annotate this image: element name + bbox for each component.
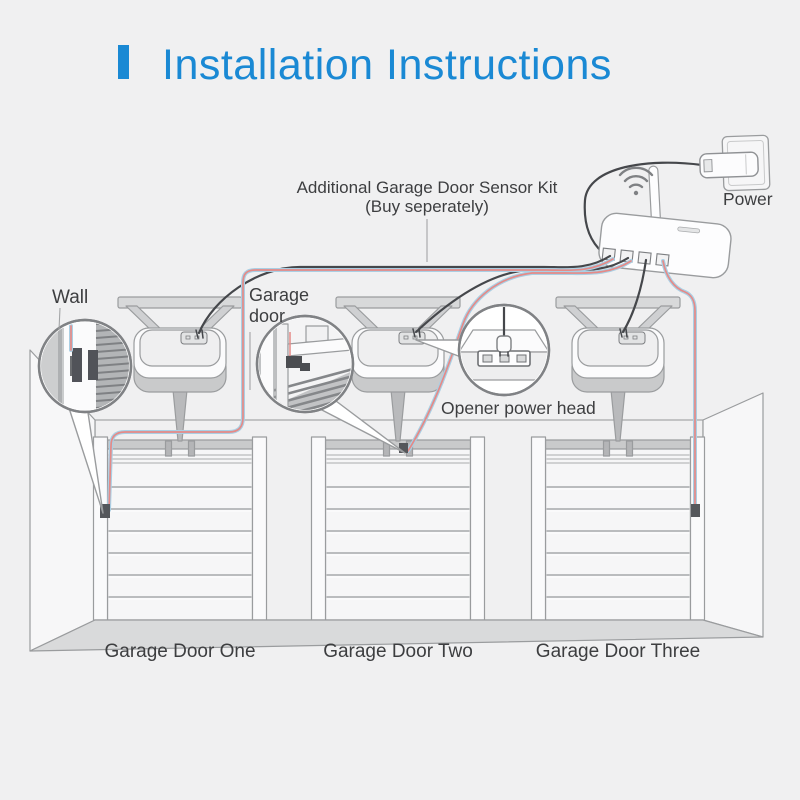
power-adapter — [699, 151, 759, 179]
wire-opener-3 — [621, 258, 648, 334]
door-sensor-detail — [255, 314, 355, 414]
garage-door-label-line2: door — [249, 306, 285, 326]
wiring — [100, 254, 700, 518]
right-wall — [702, 392, 764, 638]
leader-wall — [58, 307, 61, 331]
power-label: Power — [723, 189, 773, 209]
opener-terminal-detail — [457, 303, 551, 397]
door-sensor-3 — [691, 504, 700, 517]
opener-power-head-label: Opener power head — [441, 398, 596, 418]
door-sensor-block — [88, 350, 98, 380]
garage-door-panel-3 — [530, 436, 706, 621]
hub-ports — [601, 247, 670, 267]
garage-floor — [29, 619, 764, 652]
title-accent-bar — [118, 45, 129, 79]
garage-door-panel-1 — [92, 436, 268, 621]
garage-door-label-line1: Garage — [249, 285, 309, 305]
door-sensor-2 — [399, 443, 408, 453]
wire-opener-1 — [197, 254, 612, 335]
garage-door-one-label: Garage Door One — [104, 641, 255, 662]
wire-prongs-2 — [412, 328, 421, 338]
garage-door-two-label: Garage Door Two — [323, 641, 473, 662]
garage-door-panel-2 — [310, 436, 486, 621]
wall-label: Wall — [52, 287, 88, 308]
power-cable — [583, 161, 704, 255]
wire-prongs-3 — [619, 328, 628, 338]
sensor-kit-label-line2: (Buy seperately) — [365, 197, 489, 216]
wire-prongs-1 — [195, 329, 204, 339]
door-sensor-1 — [100, 504, 110, 518]
sensor-kit-label-line1: Additional Garage Door Sensor Kit — [297, 178, 558, 197]
wall-sensor-magnet — [72, 348, 82, 382]
title-text: Installation Instructions — [162, 41, 612, 89]
door-top-sensor — [286, 356, 302, 368]
garage-door-three-label: Garage Door Three — [536, 641, 700, 662]
page-title: Installation Instructions — [118, 41, 612, 89]
wifi-icon — [618, 166, 654, 196]
garage-structure — [29, 349, 764, 652]
